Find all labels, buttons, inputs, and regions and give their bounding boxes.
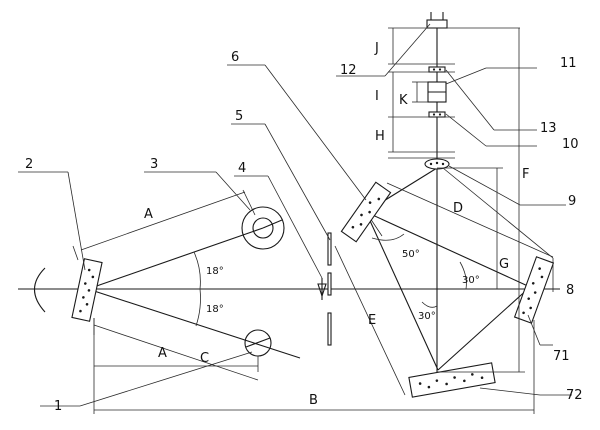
dim-label-A-bottom: A [158, 346, 167, 361]
angle-lower-18: 18° [206, 304, 224, 315]
label-part-6: 6 [231, 50, 239, 65]
label-part-11: 11 [560, 56, 577, 71]
arc-50 [371, 233, 405, 241]
arc-upper-18 [193, 251, 201, 290]
dim-label-A-top: A [144, 207, 153, 222]
leader-lines [18, 23, 572, 407]
ray-6-to-72 [365, 211, 439, 371]
label-part-3: 3 [150, 157, 158, 172]
ray-2-to-3 [87, 227, 264, 290]
lens-13 [428, 66, 446, 73]
lens-9 [424, 158, 450, 170]
label-part-71: 71 [553, 349, 570, 364]
reflector-2 [71, 258, 103, 322]
reflector-71 [513, 256, 555, 324]
reflector-6 [340, 181, 392, 243]
dim-F-G [437, 28, 525, 373]
dim-label-H: H [375, 129, 385, 144]
label-part-10: 10 [562, 137, 579, 152]
tube-3 [241, 206, 285, 250]
angle-30-lower: 30° [418, 311, 436, 322]
stack-dimension-lines [388, 27, 520, 159]
label-part-4: 4 [238, 161, 246, 176]
dim-label-J: J [374, 41, 379, 56]
dim-label-B: B [309, 393, 318, 408]
label-part-2: 2 [25, 157, 33, 172]
angle-upper-18: 18° [206, 266, 224, 277]
label-part-13: 13 [540, 121, 557, 136]
reflector-72 [408, 362, 496, 398]
dim-label-F: F [522, 167, 529, 182]
label-part-5: 5 [235, 109, 243, 124]
dim-label-E: E [368, 313, 376, 328]
label-part-8: 8 [566, 283, 574, 298]
dim-D-E [334, 182, 554, 396]
arc-30-lower [421, 301, 438, 308]
plate-5 [327, 232, 332, 346]
dim-label-D: D [453, 201, 463, 216]
tube-1 [244, 329, 272, 357]
angle-50: 50° [402, 249, 420, 260]
ray-6-to-8 [365, 211, 531, 288]
label-part-12: 12 [340, 63, 357, 78]
dim-label-C: C [200, 351, 209, 366]
angle-30-right: 30° [462, 275, 480, 286]
ray-2-to-1 [87, 288, 301, 359]
dim-label-I: I [375, 89, 379, 104]
left-arc-lens [33, 267, 46, 313]
ray-72-to-8 [437, 286, 531, 371]
mount-12 [426, 12, 448, 29]
dim-B-C [93, 318, 535, 414]
block-11 [427, 81, 447, 103]
arc-30-right [459, 261, 467, 290]
label-part-1: 1 [54, 399, 62, 414]
dim-label-G: G [499, 257, 509, 272]
stop-4 [317, 278, 327, 300]
dim-label-K: K [399, 93, 408, 108]
arc-lower-18 [195, 288, 201, 327]
label-part-72: 72 [566, 388, 583, 403]
label-part-9: 9 [568, 194, 576, 209]
lens-10 [428, 111, 446, 118]
